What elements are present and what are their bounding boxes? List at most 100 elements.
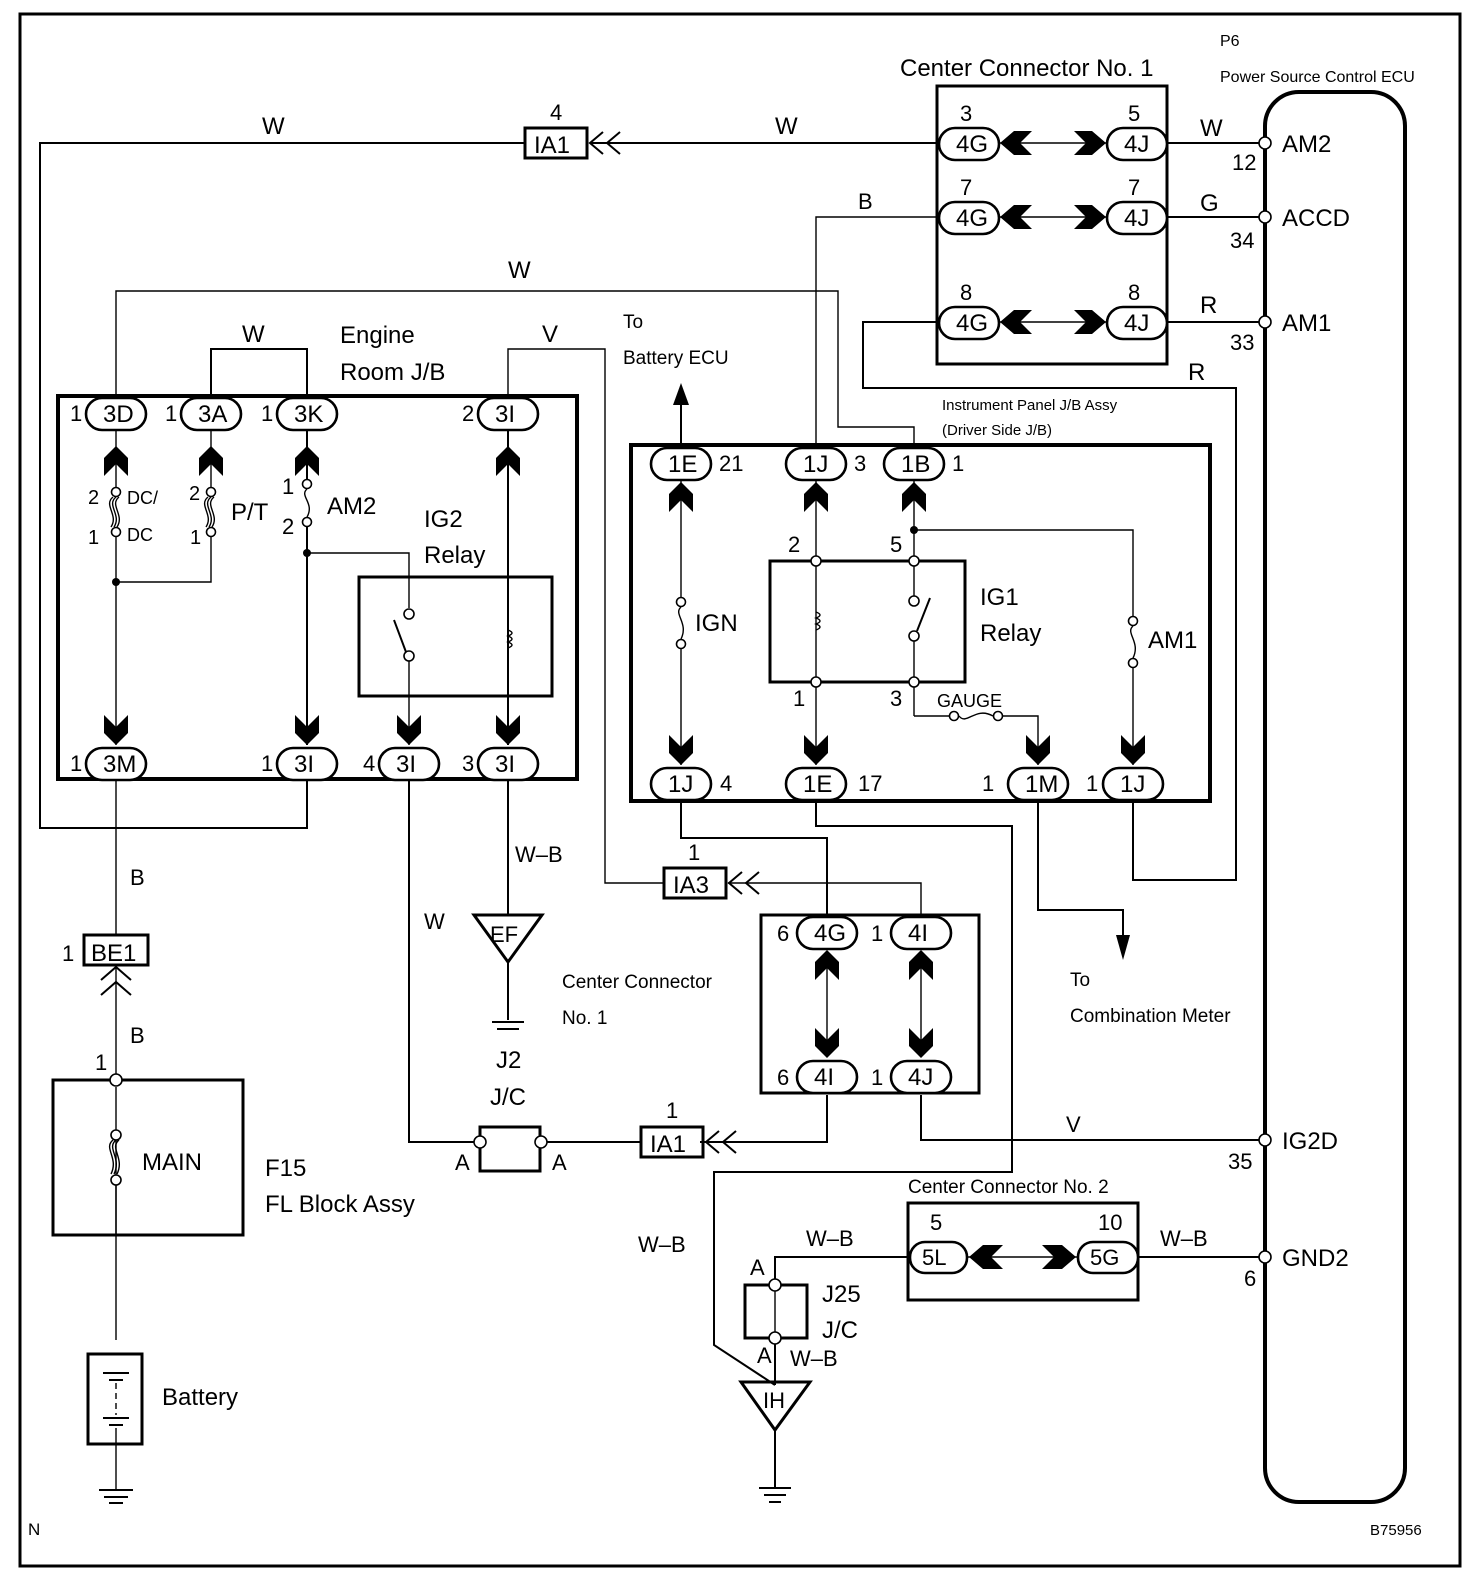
connector-arrow-icon bbox=[1074, 205, 1106, 229]
connector-arrow-icon bbox=[496, 715, 520, 745]
fl-block-assy: MAIN 1 F15 FL Block Assy bbox=[51, 1050, 415, 1237]
svg-text:1: 1 bbox=[282, 474, 294, 499]
connector-code: 3K bbox=[294, 401, 323, 428]
svg-text:IA1: IA1 bbox=[650, 1131, 686, 1158]
svg-text:W: W bbox=[424, 909, 445, 934]
erjb-top-connector: 3A bbox=[179, 396, 243, 432]
svg-text:AM1: AM1 bbox=[1282, 310, 1331, 337]
to-combination-meter-label-2: Combination Meter bbox=[1070, 1006, 1231, 1027]
connector-arrow-icon bbox=[804, 482, 828, 512]
connector-code: 4I bbox=[908, 920, 928, 947]
connector-code: 1E bbox=[803, 771, 832, 798]
instrument-panel-jb: Instrument Panel J/B Assy (Driver Side J… bbox=[629, 397, 1212, 803]
connector-code: 3I bbox=[495, 401, 515, 428]
pin-number: 1 bbox=[871, 1065, 883, 1090]
pin-number: 17 bbox=[858, 771, 882, 796]
fuse-gauge: GAUGE bbox=[937, 691, 1004, 722]
svg-text:MAIN: MAIN bbox=[142, 1149, 202, 1176]
pin-number: 3 bbox=[854, 451, 866, 476]
svg-text:Center Connector: Center Connector bbox=[562, 972, 713, 993]
connector-code: 4G bbox=[956, 310, 988, 337]
pin-number: 1 bbox=[1086, 771, 1098, 796]
svg-text:FL Block Assy: FL Block Assy bbox=[265, 1191, 415, 1218]
svg-text:2: 2 bbox=[88, 487, 99, 509]
svg-text:W: W bbox=[775, 113, 798, 140]
ig2-relay bbox=[357, 575, 554, 698]
inline-connector-ia1-top: IA1 4 bbox=[523, 100, 621, 160]
ecu-terminal-am2: AM2 12 bbox=[1232, 131, 1331, 175]
svg-text:EF: EF bbox=[490, 922, 518, 947]
pin-number: 2 bbox=[462, 401, 474, 426]
fuse-am2: 1 2 AM2 bbox=[282, 474, 376, 539]
svg-text:5: 5 bbox=[930, 1210, 942, 1235]
svg-text:(Driver Side J/B): (Driver Side J/B) bbox=[942, 422, 1052, 439]
svg-text:GND2: GND2 bbox=[1282, 1245, 1349, 1272]
erjb-top-connector: 3K bbox=[275, 396, 339, 432]
connector-arrow-icon bbox=[815, 950, 839, 980]
connector-arrow-icon bbox=[1026, 735, 1050, 765]
diagram-frame bbox=[18, 12, 1462, 1568]
connector-code: 3I bbox=[396, 751, 416, 778]
svg-text:DC/: DC/ bbox=[127, 488, 158, 508]
to-combination-meter-label: To bbox=[1070, 970, 1090, 991]
ipjb-bottom-connector: 1J bbox=[1101, 766, 1165, 802]
battery: Battery bbox=[86, 1352, 238, 1504]
ecu-title: Power Source Control ECU bbox=[1220, 69, 1415, 86]
svg-text:3: 3 bbox=[890, 686, 902, 711]
svg-text:10: 10 bbox=[1098, 1210, 1122, 1235]
figure-id: B75956 bbox=[1370, 1522, 1422, 1539]
connector-arrow-icon bbox=[669, 482, 693, 512]
pin-number: 6 bbox=[777, 1065, 789, 1090]
connector-arrow-icon bbox=[1074, 131, 1106, 155]
svg-text:Room J/B: Room J/B bbox=[340, 359, 445, 386]
svg-text:J2: J2 bbox=[496, 1047, 521, 1074]
connector-arrow-icon bbox=[295, 715, 319, 745]
erjb-top-connector: 3D bbox=[84, 396, 148, 432]
connector-code: 1J bbox=[668, 771, 693, 798]
svg-text:1: 1 bbox=[793, 686, 805, 711]
connector-4j: 4J bbox=[1105, 305, 1169, 341]
svg-text:Instrument Panel J/B Assy: Instrument Panel J/B Assy bbox=[942, 397, 1118, 414]
pin-number: 3 bbox=[960, 101, 972, 126]
pin-number: 1 bbox=[261, 401, 273, 426]
svg-text:IG2: IG2 bbox=[424, 506, 463, 533]
connector-4g: 4G bbox=[937, 305, 1001, 341]
svg-text:1: 1 bbox=[62, 941, 74, 966]
svg-text:IG2D: IG2D bbox=[1282, 1128, 1338, 1155]
cc1-title: Center Connector No. 1 bbox=[900, 55, 1153, 82]
svg-text:AM2: AM2 bbox=[327, 493, 376, 520]
svg-text:A: A bbox=[750, 1255, 765, 1280]
power-source-control-ecu: P6 Power Source Control ECU AM2 12 ACCD … bbox=[1220, 33, 1415, 1504]
pin-number: 21 bbox=[719, 451, 743, 476]
connector-arrow-icon bbox=[1074, 310, 1106, 334]
svg-text:W–B: W–B bbox=[515, 842, 563, 867]
svg-text:IGN: IGN bbox=[695, 610, 738, 637]
ipjb-top-connector: 1B bbox=[882, 446, 946, 482]
connector-code: 1J bbox=[803, 451, 828, 478]
ecu-terminal-ig2d: IG2D 35 bbox=[1228, 1128, 1338, 1174]
svg-text:2: 2 bbox=[282, 514, 294, 539]
pin-number: 1 bbox=[952, 451, 964, 476]
svg-text:33: 33 bbox=[1230, 330, 1254, 355]
fuse-ign: IGN bbox=[675, 596, 738, 650]
engine-room-jb: Engine Room J/B IG2 Relay 2 1 DC/ DC bbox=[56, 322, 579, 781]
svg-text:W–B: W–B bbox=[1160, 1226, 1208, 1251]
connector-arrow-icon bbox=[295, 446, 319, 476]
svg-text:ACCD: ACCD bbox=[1282, 205, 1350, 232]
svg-text:35: 35 bbox=[1228, 1149, 1252, 1174]
center-connector-2: Center Connector No. 2 5L 5G 5 10 bbox=[906, 1177, 1140, 1302]
svg-text:W: W bbox=[242, 321, 265, 348]
connector-code: 4J bbox=[1124, 131, 1149, 158]
ecu-code: P6 bbox=[1220, 33, 1240, 50]
connector-code: 4I bbox=[814, 1064, 834, 1091]
svg-text:J25: J25 bbox=[822, 1281, 861, 1308]
svg-text:J/C: J/C bbox=[490, 1084, 526, 1111]
svg-text:W–B: W–B bbox=[638, 1232, 686, 1257]
connector-code: 4G bbox=[814, 920, 846, 947]
svg-text:DC: DC bbox=[127, 525, 153, 545]
svg-text:IH: IH bbox=[763, 1388, 785, 1413]
connector-arrow-icon bbox=[1000, 205, 1032, 229]
connector-code: 1E bbox=[668, 451, 697, 478]
